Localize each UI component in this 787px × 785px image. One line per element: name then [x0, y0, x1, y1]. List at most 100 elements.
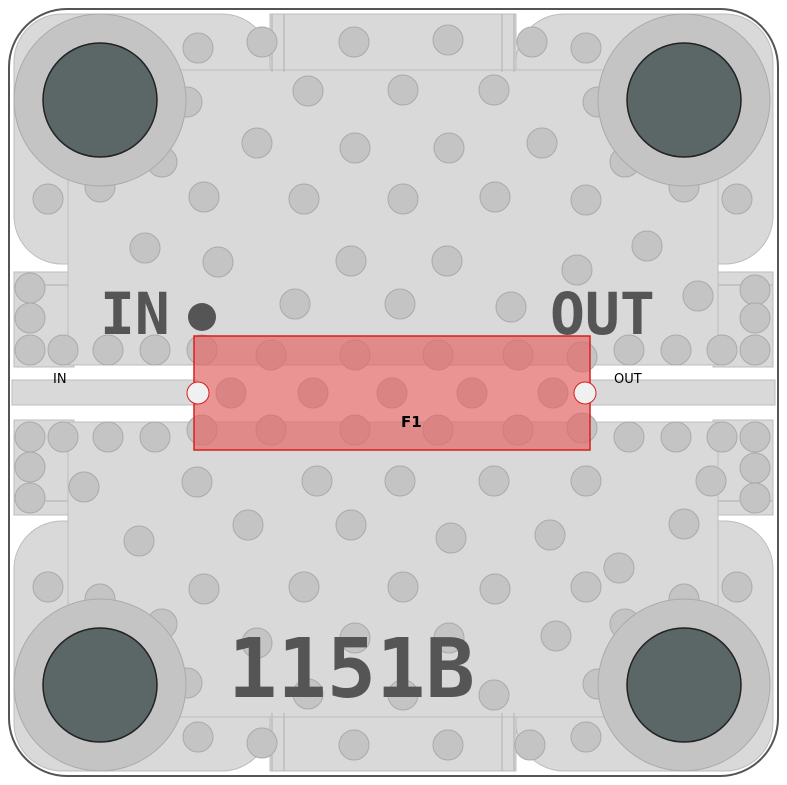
- via-icon: [721, 183, 753, 215]
- via-icon: [739, 482, 771, 514]
- via-icon: [570, 721, 602, 753]
- via-icon: [47, 421, 79, 453]
- pin-out-label: OUT: [614, 372, 642, 387]
- via-icon: [534, 519, 566, 551]
- via-icon: [182, 721, 214, 753]
- via-icon: [14, 421, 46, 453]
- via-icon: [479, 573, 511, 605]
- via-icon: [432, 24, 464, 56]
- via-icon: [241, 127, 273, 159]
- via-icon: [246, 727, 278, 759]
- mounting-holes: [13, 13, 771, 772]
- via-icon: [182, 32, 214, 64]
- via-icon: [435, 522, 467, 554]
- via-icon: [139, 421, 171, 453]
- via-icon: [339, 622, 371, 654]
- via-icon: [14, 272, 46, 304]
- via-icon: [232, 509, 264, 541]
- via-icon: [613, 421, 645, 453]
- mounting-hole-icon: [597, 13, 771, 187]
- via-icon: [92, 334, 124, 366]
- component-ref: F1: [401, 413, 422, 431]
- via-icon: [241, 627, 273, 659]
- via-icon: [479, 181, 511, 213]
- pin1-dot-icon: [188, 303, 216, 331]
- via-icon: [561, 254, 593, 286]
- via-icon: [387, 74, 419, 106]
- via-icon: [202, 246, 234, 278]
- via-icon: [660, 334, 692, 366]
- via-icon: [668, 508, 700, 540]
- via-icon: [478, 74, 510, 106]
- component-f1[interactable]: [193, 335, 591, 451]
- via-icon: [47, 334, 79, 366]
- via-icon: [339, 132, 371, 164]
- via-icon: [384, 465, 416, 497]
- via-icon: [387, 679, 419, 711]
- via-icon: [721, 571, 753, 603]
- via-icon: [570, 32, 602, 64]
- via-icon: [706, 421, 738, 453]
- mounting-hole-icon: [13, 598, 187, 772]
- mounting-hole-icon: [13, 13, 187, 187]
- via-icon: [188, 181, 220, 213]
- via-icon: [431, 245, 463, 277]
- pad-out: [573, 381, 597, 405]
- via-icon: [288, 183, 320, 215]
- via-icon: [739, 452, 771, 484]
- via-icon: [706, 334, 738, 366]
- via-icon: [338, 26, 370, 58]
- via-icon: [739, 302, 771, 334]
- via-icon: [570, 184, 602, 216]
- via-icon: [478, 465, 510, 497]
- via-icon: [603, 552, 635, 584]
- via-icon: [92, 421, 124, 453]
- silk-in-label: IN: [100, 280, 170, 348]
- via-icon: [516, 26, 548, 58]
- via-icon: [68, 471, 100, 503]
- via-icon: [335, 245, 367, 277]
- via-icon: [129, 232, 161, 264]
- via-icon: [739, 421, 771, 453]
- via-icon: [32, 183, 64, 215]
- via-icon: [14, 451, 46, 483]
- via-icon: [384, 288, 416, 320]
- via-icon: [433, 622, 465, 654]
- via-icon: [279, 288, 311, 320]
- via-icon: [338, 729, 370, 761]
- via-icon: [739, 334, 771, 366]
- via-icon: [570, 571, 602, 603]
- via-icon: [613, 334, 645, 366]
- silk-part-number: 1151B: [228, 622, 475, 717]
- via-icon: [292, 678, 324, 710]
- via-icon: [631, 230, 663, 262]
- via-icon: [246, 26, 278, 58]
- via-icon: [14, 302, 46, 334]
- pad-in: [186, 381, 210, 405]
- via-icon: [570, 465, 602, 497]
- via-icon: [14, 334, 46, 366]
- via-icon: [301, 465, 333, 497]
- via-icon: [123, 525, 155, 557]
- via-icon: [660, 421, 692, 453]
- via-icon: [478, 679, 510, 711]
- via-icon: [540, 620, 572, 652]
- via-icon: [335, 509, 367, 541]
- via-icon: [387, 183, 419, 215]
- via-icon: [432, 729, 464, 761]
- via-icon: [14, 482, 46, 514]
- via-icon: [695, 465, 727, 497]
- via-icon: [288, 571, 320, 603]
- mounting-hole-icon: [597, 598, 771, 772]
- via-icon: [514, 729, 546, 761]
- via-icon: [682, 280, 714, 312]
- via-icon: [139, 334, 171, 366]
- via-icon: [181, 466, 213, 498]
- via-icon: [433, 132, 465, 164]
- via-icon: [526, 127, 558, 159]
- via-icon: [292, 75, 324, 107]
- pin-in-label: IN: [53, 372, 67, 387]
- via-icon: [387, 571, 419, 603]
- via-icon: [188, 573, 220, 605]
